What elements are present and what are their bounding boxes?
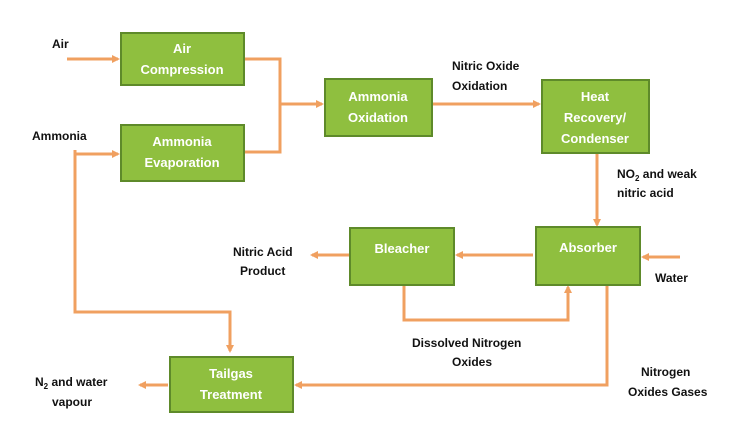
label-n2-water-line1: N2 and water bbox=[35, 375, 108, 391]
label-nitric-acid-product-line1: Nitric Acid bbox=[233, 245, 293, 259]
node-label: Bleacher bbox=[375, 241, 430, 256]
arrow-ammonia-in bbox=[73, 150, 234, 353]
label-nitric-oxide-oxidation-line2: Oxidation bbox=[452, 79, 507, 93]
label-part: and water bbox=[48, 375, 108, 389]
node-label: Evaporation bbox=[144, 155, 219, 170]
node-tailgas-treatment: Tailgas Treatment bbox=[169, 356, 294, 413]
arrow-absorber-to-tailgas bbox=[294, 285, 609, 389]
label-water: Water bbox=[655, 271, 688, 285]
label-subscript: 2 bbox=[635, 174, 640, 183]
node-label: Ammonia bbox=[152, 134, 212, 149]
node-air-compression: Air Compression bbox=[120, 32, 245, 86]
label-part: NO bbox=[617, 167, 635, 181]
label-air: Air bbox=[52, 37, 69, 51]
node-label: Air bbox=[173, 41, 191, 56]
node-label: Absorber bbox=[559, 240, 617, 255]
node-bleacher: Bleacher bbox=[349, 227, 455, 286]
label-nitrogen-oxides-gases-line1: Nitrogen bbox=[641, 365, 690, 379]
node-absorber: Absorber bbox=[535, 226, 641, 286]
label-ammonia: Ammonia bbox=[32, 129, 87, 143]
label-nitric-oxide-oxidation-line1: Nitric Oxide bbox=[452, 59, 520, 73]
label-subscript: 2 bbox=[44, 382, 49, 391]
flow-arrows bbox=[67, 55, 680, 389]
node-ammonia-oxidation: Ammonia Oxidation bbox=[324, 78, 433, 137]
label-dissolved-nitrogen-line2: Oxides bbox=[452, 355, 492, 369]
node-label: Ammonia bbox=[348, 89, 408, 104]
node-label: Condenser bbox=[561, 131, 629, 146]
node-label: Recovery/ bbox=[564, 110, 627, 125]
node-label: Treatment bbox=[200, 387, 263, 402]
arrow-compression-to-oxidation bbox=[244, 57, 324, 108]
label-no2-weak-acid-line2: nitric acid bbox=[617, 186, 674, 200]
label-part: N bbox=[35, 375, 44, 389]
node-label: Compression bbox=[140, 62, 223, 77]
node-heat-recovery-condenser: Heat Recovery/ Condenser bbox=[541, 79, 650, 154]
node-ammonia-evaporation: Ammonia Evaporation bbox=[120, 124, 245, 182]
label-nitric-acid-product-line2: Product bbox=[240, 264, 285, 278]
node-label: Heat bbox=[581, 89, 610, 104]
label-nitrogen-oxides-gases-line2: Oxides Gases bbox=[628, 385, 708, 399]
arrow-bleacher-to-absorber-dissolved bbox=[402, 285, 572, 322]
node-label: Oxidation bbox=[348, 110, 408, 125]
label-part: and weak bbox=[639, 167, 697, 181]
node-label: Tailgas bbox=[209, 366, 253, 381]
label-no2-weak-acid-line1: NO2 and weak bbox=[617, 167, 697, 183]
label-n2-water-line2: vapour bbox=[52, 395, 92, 409]
label-dissolved-nitrogen-line1: Dissolved Nitrogen bbox=[412, 336, 521, 350]
arrow-evaporation-to-oxidation bbox=[244, 104, 282, 154]
